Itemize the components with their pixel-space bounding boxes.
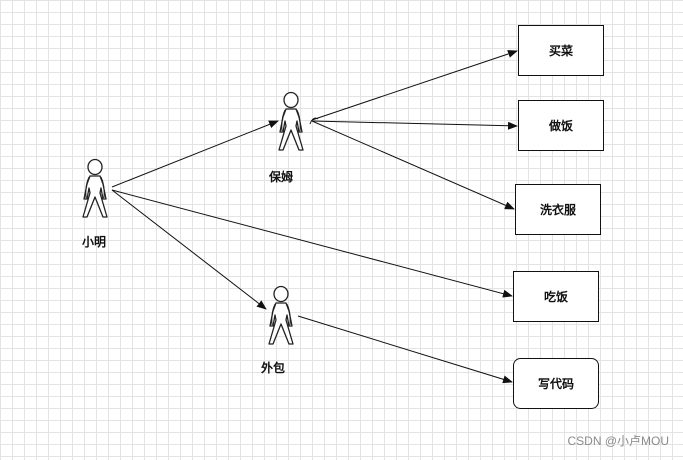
edge-xiaoming-nanny	[111, 120, 279, 188]
task-box	[518, 100, 604, 151]
actor-label-outsourcer: 外包	[261, 360, 285, 375]
actor-xiaoming[interactable]: 小明	[82, 158, 108, 250]
task-label-write-code: 写代码	[538, 376, 574, 391]
person-icon	[268, 285, 294, 345]
connectors	[111, 50, 518, 384]
task-buy-groceries[interactable]: 买菜	[518, 25, 604, 76]
actor-label-nanny: 保姆	[268, 169, 293, 184]
task-label-eat: 吃饭	[544, 289, 568, 304]
person-icon	[82, 158, 108, 218]
actor-outsourcer[interactable]: 外包	[261, 285, 294, 376]
task-label-cook: 做饭	[548, 118, 573, 133]
edge-nanny-laundry	[311, 120, 515, 210]
edge-nanny-cook	[311, 120, 518, 130]
edge-outsourcer-write-code	[297, 315, 513, 384]
actor-label-xiaoming: 小明	[82, 234, 106, 249]
task-laundry[interactable]: 洗衣服	[515, 184, 601, 235]
watermark-text: CSDN @小卢MOU	[567, 434, 669, 448]
task-cook[interactable]: 做饭	[518, 100, 604, 151]
edge-xiaoming-eat	[111, 189, 513, 298]
task-write-code[interactable]: 写代码	[513, 358, 599, 409]
edge-nanny-buy-groceries	[311, 50, 518, 121]
task-label-buy-groceries: 买菜	[549, 43, 573, 58]
task-eat[interactable]: 吃饭	[513, 271, 599, 322]
task-box	[515, 184, 601, 235]
actor-nanny[interactable]: 保姆	[268, 91, 304, 185]
person-icon	[278, 91, 304, 151]
task-label-laundry: 洗衣服	[540, 202, 577, 217]
task-box	[518, 25, 604, 76]
nanny-connector-hook	[309, 117, 319, 125]
edge-xiaoming-outsourcer	[111, 189, 267, 310]
task-box	[513, 358, 599, 409]
task-box	[513, 271, 599, 322]
